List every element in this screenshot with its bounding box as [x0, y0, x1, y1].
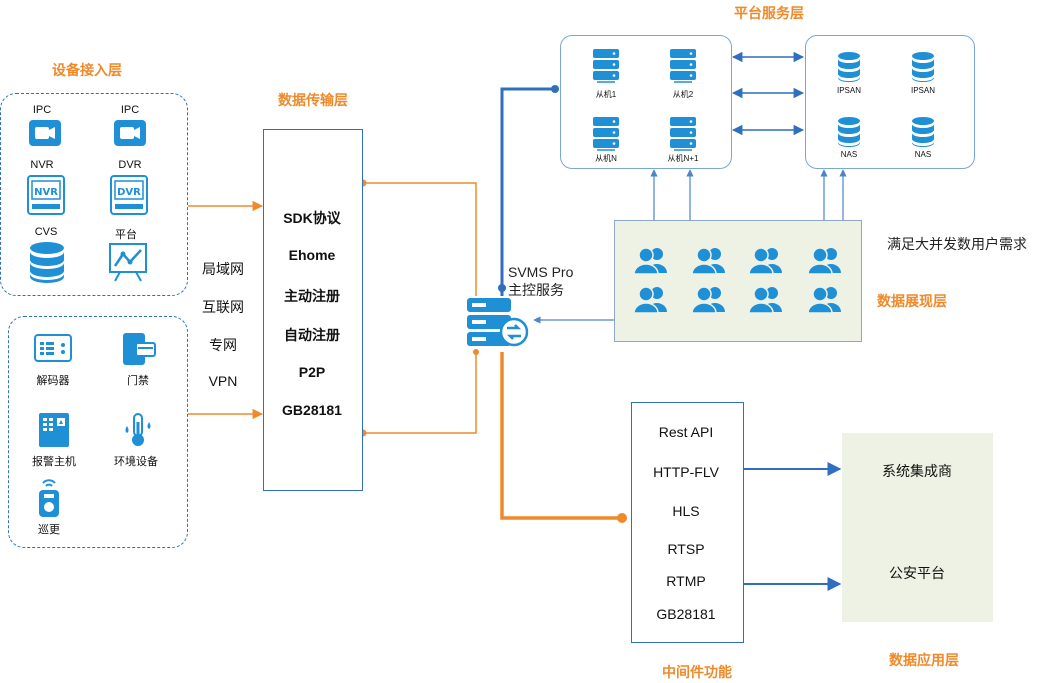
dvr-icon: DVR — [110, 175, 148, 220]
protocol-item: GB28181 — [282, 402, 342, 418]
storage-cluster-box — [805, 35, 975, 169]
server-label: 从机N — [595, 154, 617, 163]
storage-label: NAS — [914, 150, 932, 159]
middleware-item: Rest API — [658, 424, 714, 440]
camera-icon — [114, 120, 146, 151]
core-service-desc: 主控服务 — [508, 282, 564, 298]
protocol-item: SDK协议 — [283, 210, 341, 226]
user-group-icon — [633, 285, 668, 318]
network-label: 专网 — [209, 337, 237, 353]
core-service-label: SVMS Pro 主控服务 — [508, 263, 573, 299]
storage-label: IPSAN — [836, 86, 861, 95]
user-group-icon — [691, 285, 726, 318]
application-panel — [842, 433, 993, 622]
platform-layer-title: 平台服务层 — [734, 5, 804, 21]
protocol-box — [263, 129, 363, 491]
svg-text:DVR: DVR — [117, 187, 141, 198]
protocol-item: P2P — [298, 364, 326, 380]
thermometer-icon — [121, 412, 155, 453]
device-label: 环境设备 — [114, 456, 158, 468]
consumer-item: 公安平台 — [889, 565, 945, 581]
device-label: NVR — [30, 159, 54, 171]
presentation-note: 满足大并发数用户需求 — [887, 236, 1027, 252]
server-rack-icon — [670, 49, 696, 88]
storage-label: NAS — [840, 150, 858, 159]
database-icon — [837, 116, 861, 153]
network-label: 局域网 — [202, 261, 244, 277]
user-group-icon — [748, 285, 783, 318]
database-icon — [911, 51, 935, 88]
protocol-item: Ehome — [288, 247, 336, 263]
network-label: 互联网 — [202, 299, 244, 315]
decoder-icon — [34, 334, 72, 367]
server-rack-icon — [593, 117, 619, 156]
alarm-host-icon — [38, 412, 70, 453]
nvr-icon: NVR — [27, 175, 65, 220]
device-label: 门禁 — [127, 375, 149, 387]
middleware-item: RTMP — [666, 573, 706, 589]
access-layer-title: 设备接入层 — [52, 62, 122, 78]
user-group-icon — [633, 246, 668, 279]
user-group-icon — [807, 246, 842, 279]
server-rack-icon — [670, 117, 696, 156]
transport-layer-title: 数据传输层 — [278, 92, 348, 108]
device-label: 解码器 — [36, 375, 70, 387]
device-label: CVS — [34, 226, 58, 238]
server-switch-icon — [466, 296, 534, 357]
device-label: IPC — [120, 104, 140, 116]
device-label: 平台 — [115, 229, 137, 241]
patrol-device-icon — [36, 478, 62, 523]
server-label: 从机N+1 — [667, 154, 699, 163]
transport-to-core-line-top — [363, 182, 477, 296]
application-layer-title: 数据应用层 — [889, 652, 959, 668]
middleware-item: HLS — [672, 503, 700, 519]
presentation-layer-title: 数据展现层 — [877, 293, 947, 309]
transport-to-core-line-bottom — [363, 352, 477, 434]
protocol-item: 主动注册 — [284, 288, 340, 304]
consumer-item: 系统集成商 — [882, 463, 952, 479]
user-group-icon — [748, 246, 783, 279]
database-icon — [837, 51, 861, 88]
card-reader-icon — [121, 332, 157, 371]
device-label: 报警主机 — [32, 456, 76, 468]
user-group-icon — [691, 246, 726, 279]
middleware-title: 中间件功能 — [662, 664, 732, 680]
middleware-item: HTTP-FLV — [653, 464, 719, 480]
core-to-platform-line — [500, 87, 555, 296]
device-label: 巡更 — [38, 524, 60, 536]
middleware-box — [631, 402, 744, 643]
storage-label: IPSAN — [910, 86, 935, 95]
database-icon — [911, 116, 935, 153]
core-to-middleware-line — [500, 352, 622, 520]
server-cluster-box — [560, 35, 732, 169]
middleware-item: GB28181 — [656, 606, 716, 622]
user-panel — [614, 220, 862, 342]
server-label: 从机1 — [595, 90, 617, 99]
device-label: IPC — [32, 104, 52, 116]
server-label: 从机2 — [672, 90, 694, 99]
user-group-icon — [807, 285, 842, 318]
svg-text:NVR: NVR — [34, 187, 58, 198]
device-label: DVR — [118, 159, 142, 171]
network-label: VPN — [208, 373, 238, 389]
camera-icon — [29, 120, 61, 151]
server-rack-icon — [593, 49, 619, 88]
chart-board-icon — [108, 242, 148, 287]
middleware-item: RTSP — [667, 541, 705, 557]
protocol-item: 自动注册 — [284, 327, 340, 343]
database-icon — [29, 241, 65, 288]
core-service-name: SVMS Pro — [508, 264, 574, 280]
